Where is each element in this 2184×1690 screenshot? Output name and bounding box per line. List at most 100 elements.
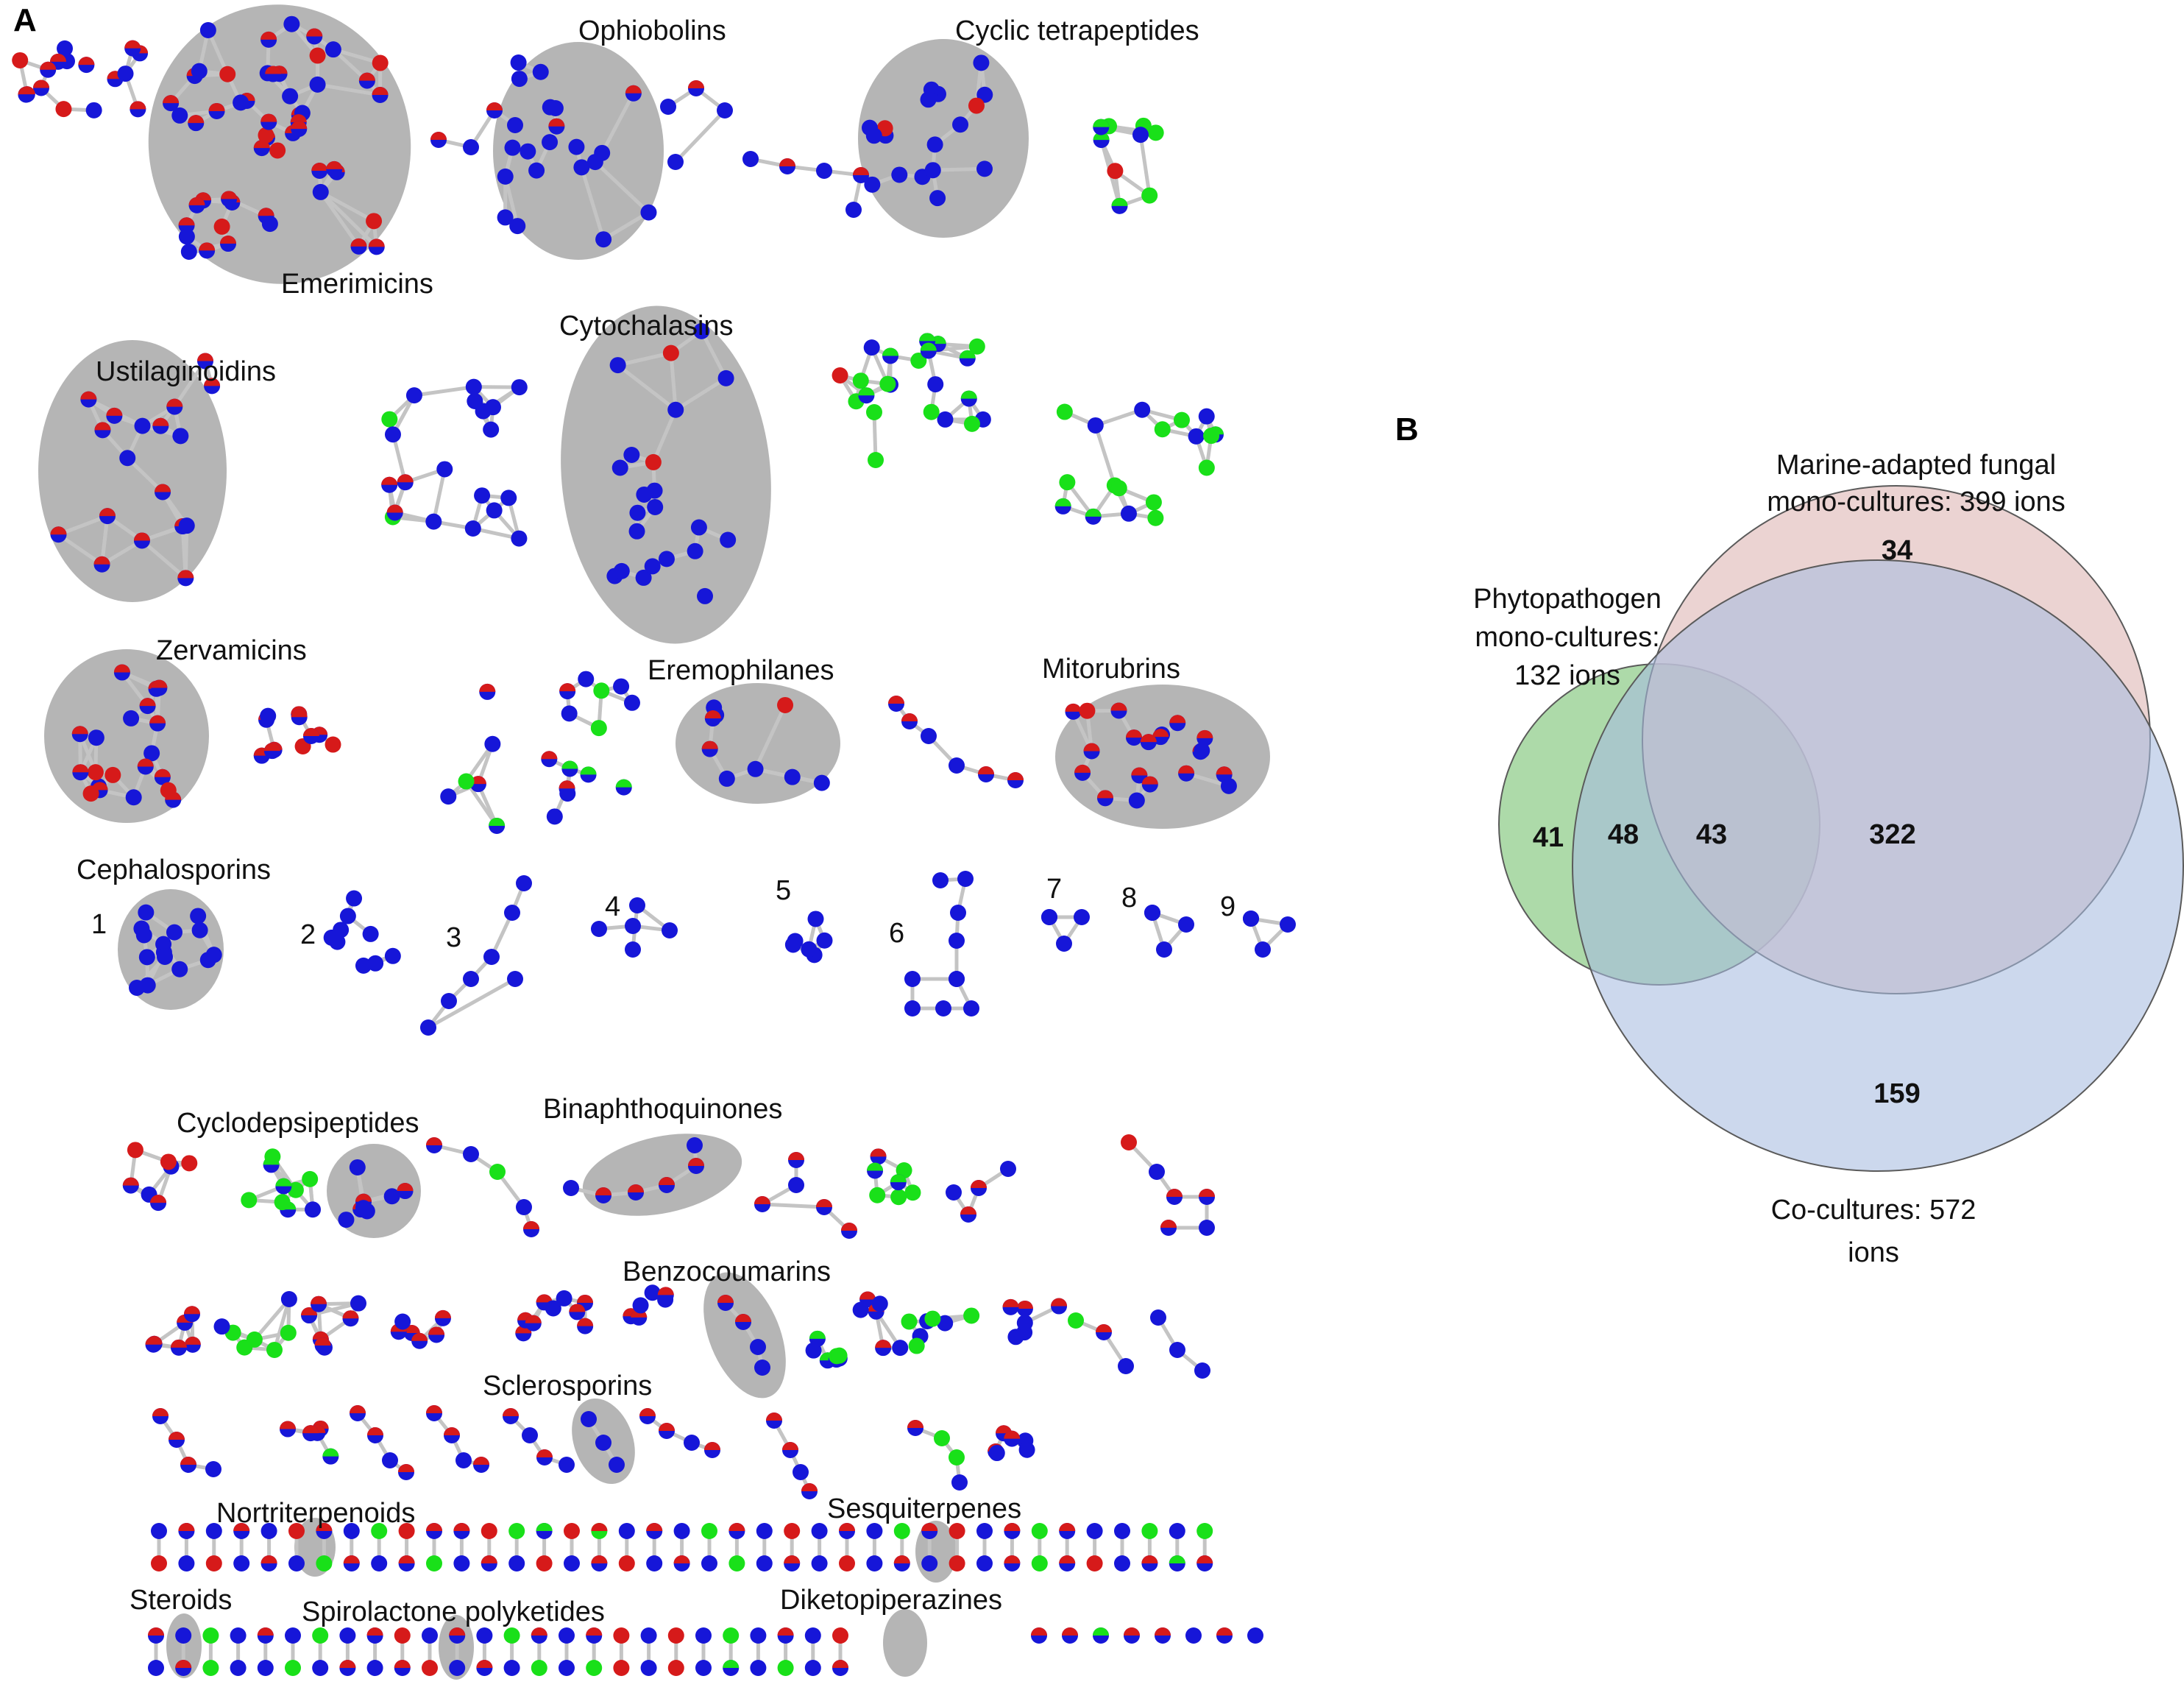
network-node bbox=[316, 1523, 333, 1539]
network-node bbox=[170, 1339, 187, 1356]
network-node bbox=[717, 1295, 734, 1311]
network-node bbox=[595, 231, 612, 248]
network-node bbox=[405, 387, 422, 404]
network-node bbox=[422, 1627, 438, 1644]
network-node bbox=[1096, 1324, 1112, 1340]
network-node bbox=[1059, 474, 1076, 491]
network-node bbox=[384, 426, 401, 443]
network-node bbox=[613, 1627, 630, 1644]
network-node bbox=[935, 1000, 951, 1017]
network-node bbox=[1056, 403, 1073, 420]
network-node bbox=[893, 1555, 910, 1571]
network-node bbox=[1087, 417, 1104, 434]
network-edge bbox=[183, 526, 189, 579]
network-node bbox=[503, 1627, 520, 1644]
network-node bbox=[951, 1474, 968, 1491]
network-node bbox=[311, 163, 328, 180]
cluster-number-1: 1 bbox=[91, 909, 107, 940]
network-node bbox=[924, 1310, 941, 1327]
network-edge bbox=[57, 514, 108, 537]
network-node bbox=[1051, 1298, 1068, 1315]
network-node bbox=[326, 160, 343, 177]
network-node bbox=[1059, 1523, 1076, 1539]
network-node bbox=[481, 1523, 497, 1539]
network-node bbox=[866, 404, 882, 420]
network-node bbox=[924, 162, 941, 179]
network-node bbox=[94, 422, 111, 439]
network-node bbox=[581, 1411, 597, 1427]
network-node bbox=[50, 526, 67, 543]
network-node bbox=[788, 1152, 804, 1168]
network-node bbox=[573, 159, 590, 176]
network-node bbox=[133, 532, 150, 549]
network-node bbox=[263, 743, 280, 760]
network-node bbox=[784, 1523, 801, 1539]
venn-diagram: B Marine-adapted fungal mono-cultures: 3… bbox=[1395, 411, 2184, 1268]
network-node bbox=[1041, 909, 1057, 925]
network-edge bbox=[651, 409, 678, 463]
network-node bbox=[949, 757, 965, 774]
label-ophiobolins: Ophiobolins bbox=[578, 15, 726, 46]
network-node bbox=[1169, 1342, 1185, 1358]
network-node bbox=[219, 66, 236, 82]
label-spirolactone-polyketides: Spirolactone polyketides bbox=[302, 1597, 605, 1627]
network-node bbox=[1004, 1430, 1021, 1447]
label-cyclodepsipeptides: Cyclodepsipeptides bbox=[177, 1108, 419, 1139]
network-node bbox=[12, 52, 29, 68]
network-node bbox=[577, 1318, 594, 1334]
network-edge bbox=[1138, 134, 1152, 196]
network-node bbox=[1156, 941, 1172, 958]
network-node bbox=[426, 1405, 442, 1421]
network-node bbox=[777, 1627, 794, 1644]
network-node bbox=[166, 924, 182, 941]
network-node bbox=[362, 925, 379, 942]
network-node bbox=[960, 390, 977, 407]
network-node bbox=[381, 476, 398, 493]
label-cyclic-tetrapeptides: Cyclic tetrapeptides bbox=[955, 15, 1199, 46]
network-node bbox=[172, 428, 189, 445]
network-node bbox=[463, 971, 479, 987]
co-label-line2: ions bbox=[1848, 1237, 1899, 1268]
network-node bbox=[591, 921, 607, 937]
network-node bbox=[486, 502, 503, 519]
network-node bbox=[371, 1523, 388, 1539]
network-node bbox=[960, 1206, 976, 1223]
network-node bbox=[260, 113, 277, 130]
network-node bbox=[57, 40, 74, 57]
network-node bbox=[963, 1307, 980, 1324]
network-node bbox=[481, 1555, 497, 1571]
network-node bbox=[1093, 119, 1110, 135]
count-co-only: 159 bbox=[1873, 1078, 1920, 1109]
network-node bbox=[893, 1523, 910, 1539]
network-node bbox=[178, 1523, 195, 1539]
cluster-number-9: 9 bbox=[1220, 891, 1235, 922]
network-node bbox=[1199, 1189, 1215, 1205]
network-node bbox=[832, 1660, 848, 1676]
network-node bbox=[1188, 428, 1205, 445]
network-edge bbox=[126, 456, 164, 494]
network-edge bbox=[414, 385, 475, 397]
network-node bbox=[640, 1627, 657, 1644]
network-node bbox=[515, 1325, 532, 1342]
network-node bbox=[196, 353, 213, 370]
network-node bbox=[124, 40, 141, 57]
network-node bbox=[338, 1212, 355, 1228]
network-node bbox=[138, 904, 155, 921]
network-node bbox=[766, 1413, 782, 1429]
network-node bbox=[523, 1221, 539, 1237]
label-eremophilanes: Eremophilanes bbox=[648, 655, 834, 686]
network-node bbox=[127, 1142, 143, 1159]
network-node bbox=[190, 908, 207, 924]
network-node bbox=[735, 1314, 751, 1330]
network-node bbox=[816, 163, 832, 179]
network-node bbox=[647, 498, 664, 515]
network-node bbox=[366, 1660, 383, 1676]
network-node bbox=[1086, 1555, 1103, 1571]
network-edge bbox=[754, 704, 787, 770]
network-node bbox=[1074, 909, 1090, 925]
network-node bbox=[122, 1177, 139, 1194]
network-node bbox=[688, 80, 704, 96]
network-edge bbox=[600, 92, 636, 154]
network-node bbox=[511, 379, 528, 396]
